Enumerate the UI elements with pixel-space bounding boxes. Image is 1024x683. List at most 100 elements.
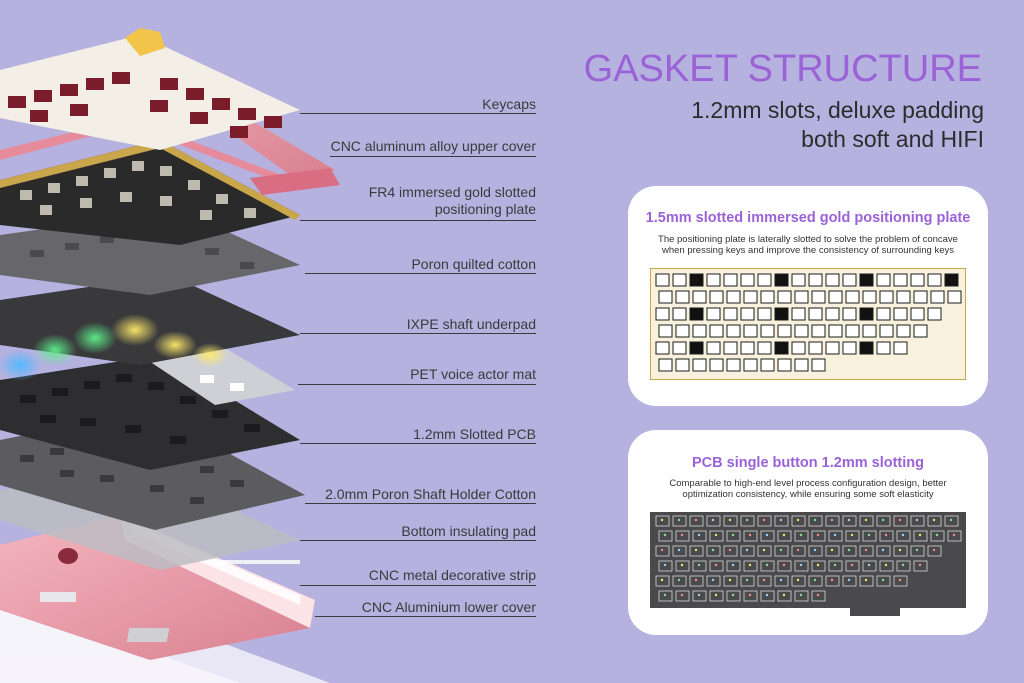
pcb-key-slot (825, 545, 840, 557)
pcb-key-slot (692, 530, 707, 542)
pcb-key-slot (689, 575, 704, 587)
plate-key-cutout (791, 307, 806, 321)
plate-key-cutout (777, 358, 792, 372)
pcb-led-dot (663, 533, 667, 537)
plate-key-cutout (845, 324, 860, 338)
pcb-led-dot (714, 533, 718, 537)
pcb-led-dot (762, 578, 766, 582)
pcb-key-slot (655, 515, 670, 527)
plate-key-cutout (842, 273, 857, 287)
pcb-led-dot (915, 518, 919, 522)
pcb-led-dot (731, 533, 735, 537)
keycaps-layer (0, 28, 300, 150)
plate-card-title: 1.5mm slotted immersed gold positioning … (645, 210, 971, 226)
pcb-key-slot (723, 515, 738, 527)
plate-key-cutout (825, 273, 840, 287)
pcb-led-dot (867, 563, 871, 567)
pcb-led-dot (782, 593, 786, 597)
pcb-key-slot (760, 530, 775, 542)
pcb-led-dot (782, 533, 786, 537)
layer-label-pet-mat: PET voice actor mat (410, 366, 536, 382)
pcb-key-slot (825, 515, 840, 527)
pcb-led-dot (677, 518, 681, 522)
pcb-key-slot (808, 575, 823, 587)
pcb-led-dot (697, 563, 701, 567)
pcb-led-dot (748, 563, 752, 567)
pcb-key-slot (706, 515, 721, 527)
pcb-led-dot (949, 518, 953, 522)
leader-line (315, 616, 536, 617)
pcb-led-dot (697, 593, 701, 597)
plate-key-cutout (910, 307, 925, 321)
pcb-key-slot (658, 560, 673, 572)
plate-key-cutout (811, 290, 826, 304)
pcb-key-slot (692, 560, 707, 572)
layer-label-poron-cotton: Poron quilted cotton (411, 256, 536, 272)
pcb-key-slot (672, 575, 687, 587)
pcb-key-slot (808, 545, 823, 557)
plate-key-cutout (706, 307, 721, 321)
plate-key-cutout (757, 341, 772, 355)
plate-key-cutout (808, 273, 823, 287)
leader-line (300, 585, 536, 586)
pcb-key-slot (876, 515, 891, 527)
leader-line (305, 273, 536, 274)
leader-line (300, 220, 536, 221)
plate-key-cutout (743, 290, 758, 304)
plate-key-cutout (689, 307, 704, 321)
pcb-key-slot (828, 560, 843, 572)
pcb-diagram (650, 512, 966, 616)
leader-line (298, 384, 536, 385)
plate-key-cutout (862, 324, 877, 338)
pcb-key-slot (927, 515, 942, 527)
pcb-led-dot (697, 533, 701, 537)
plate-card-desc-line1: The positioning plate is laterally slott… (658, 234, 958, 245)
pcb-key-slot (706, 575, 721, 587)
pcb-led-dot (745, 578, 749, 582)
pcb-key-slot (709, 530, 724, 542)
pcb-led-dot (796, 548, 800, 552)
pcb-layer (0, 355, 300, 470)
plate-key-cutout (672, 307, 687, 321)
plate-key-cutout (862, 290, 877, 304)
plate-key-cutout (876, 273, 891, 287)
plate-key-cutout (811, 324, 826, 338)
plate-key-cutout (774, 307, 789, 321)
pcb-led-dot (833, 533, 837, 537)
plate-key-cutout (876, 307, 891, 321)
leader-line (305, 503, 536, 504)
pcb-key-slot (672, 515, 687, 527)
plate-key-cutout (743, 324, 758, 338)
pcb-led-dot (918, 533, 922, 537)
pcb-key-slot (774, 575, 789, 587)
pcb-led-dot (830, 578, 834, 582)
pcb-key-slot (760, 590, 775, 602)
pcb-led-dot (864, 548, 868, 552)
pcb-key-slot (709, 560, 724, 572)
pcb-led-dot (728, 548, 732, 552)
pcb-led-dot (850, 563, 854, 567)
pcb-led-dot (779, 548, 783, 552)
pcb-led-dot (847, 578, 851, 582)
plate-key-cutout (740, 341, 755, 355)
pcb-led-dot (813, 518, 817, 522)
plate-key-cutout (692, 290, 707, 304)
pcb-led-dot (850, 533, 854, 537)
pcb-key-slot (859, 545, 874, 557)
pcb-key-slot (675, 590, 690, 602)
pcb-key-slot (655, 575, 670, 587)
pcb-key-slot (658, 530, 673, 542)
layer-label-bottom-pad: Bottom insulating pad (401, 523, 536, 539)
pcb-key-slot (927, 545, 942, 557)
plate-key-cutout (791, 341, 806, 355)
pcb-key-slot (842, 575, 857, 587)
layer-label-ixpe-underpad: IXPE shaft underpad (406, 316, 536, 332)
page-title: GASKET STRUCTURE (583, 48, 982, 90)
pcb-key-slot (675, 530, 690, 542)
pcb-led-dot (864, 518, 868, 522)
pcb-led-dot (796, 578, 800, 582)
pcb-key-slot (760, 560, 775, 572)
pcb-led-dot (898, 548, 902, 552)
pcb-led-dot (932, 548, 936, 552)
pcb-key-slot (876, 575, 891, 587)
